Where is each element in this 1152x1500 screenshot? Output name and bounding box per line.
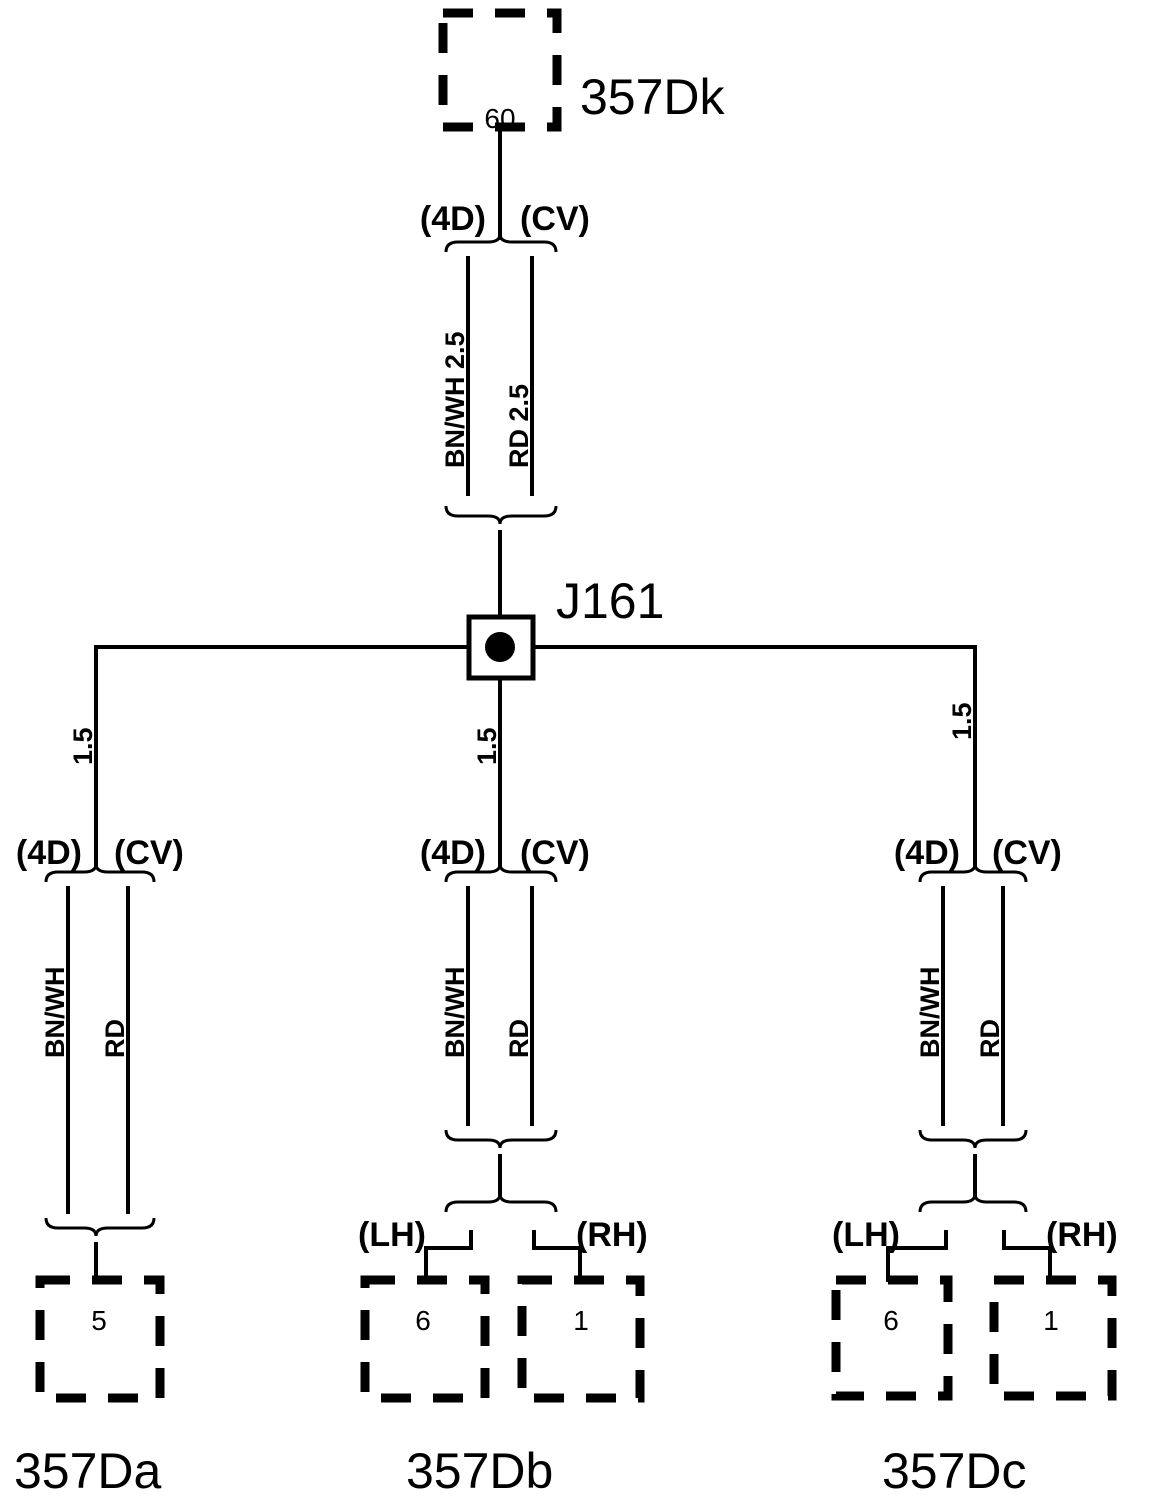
branch-a-split-brace	[44, 863, 156, 883]
connector-357dk: 60 357Dk	[438, 8, 726, 134]
branch-c-variant-cv: (CV)	[992, 834, 1062, 872]
branch-b-lh-pin-wire	[424, 1230, 473, 1282]
branch-a-wire-rd-label: RD	[100, 1019, 130, 1058]
connector-357db-lh	[360, 1275, 490, 1403]
branch-b-side-rh: (RH)	[576, 1216, 648, 1254]
branch-b-size: 1.5	[472, 727, 502, 765]
branch-a-variant-4d: (4D)	[16, 834, 82, 872]
branch-c-wire-bnwh-label: BN/WH	[915, 967, 945, 1058]
connector-357dc-rh	[989, 1275, 1117, 1401]
branch-c: (4D) (CV) BN/WH RD (LH) (RH) 6 1 357Dc	[831, 834, 1118, 1499]
branch-c-variant-4d: (4D)	[894, 834, 960, 872]
branch-a-merge-brace	[44, 1217, 156, 1237]
connector-357db-rh	[517, 1275, 645, 1403]
branch-b-wire-bnwh-label: BN/WH	[440, 967, 470, 1058]
connector-357dc-label: 357Dc	[882, 1443, 1027, 1499]
branch-b: (4D) (CV) BN/WH RD (LH) (RH) 6 1 357Db	[358, 834, 648, 1499]
connector-357db-lh-pin: 6	[415, 1305, 431, 1336]
connector-357dk-label: 357Dk	[580, 69, 726, 125]
branch-c-split-brace	[918, 863, 1028, 883]
top-merge-brace	[444, 505, 558, 525]
junction-label: J161	[556, 573, 664, 629]
variant-4d-label-top: (4D)	[420, 200, 486, 238]
top-wire-bnwh-label: BN/WH 2.5	[440, 331, 470, 468]
connector-357da	[35, 1275, 165, 1403]
branch-c-size: 1.5	[947, 702, 977, 740]
top-wire-rd-label: RD 2.5	[504, 384, 534, 468]
connector-357dc-lh	[831, 1275, 953, 1401]
connector-357dc-lh-pin: 6	[883, 1305, 899, 1336]
top-split-brace	[444, 233, 558, 253]
variant-cv-label-top: (CV)	[520, 200, 590, 238]
branch-c-wire-rd-label: RD	[975, 1019, 1005, 1058]
connector-357da-pin: 5	[91, 1305, 107, 1336]
branch-a-wire-bnwh-label: BN/WH	[40, 967, 70, 1058]
branch-b-rh-pin-wire	[532, 1230, 582, 1282]
branch-c-side-brace	[918, 1193, 1028, 1213]
connector-357da-label: 357Da	[14, 1443, 162, 1499]
branch-b-side-lh: (LH)	[358, 1216, 426, 1254]
branch-b-side-brace	[444, 1193, 558, 1213]
connector-357db-rh-pin: 1	[573, 1305, 589, 1336]
branch-a-variant-cv: (CV)	[114, 834, 184, 872]
branch-b-variant-cv: (CV)	[520, 834, 590, 872]
branch-b-merge-brace	[444, 1129, 558, 1149]
branch-b-split-brace	[444, 863, 558, 883]
connector-357dc-rh-pin: 1	[1043, 1305, 1059, 1336]
branch-c-merge-brace	[918, 1129, 1028, 1149]
splice-dot	[485, 632, 515, 662]
branch-c-side-rh: (RH)	[1046, 1216, 1118, 1254]
branch-a-size: 1.5	[68, 727, 98, 765]
connector-357db-label: 357Db	[406, 1443, 553, 1499]
branch-c-lh-pin-wire	[886, 1230, 948, 1282]
branch-b-variant-4d: (4D)	[420, 834, 486, 872]
branch-b-wire-rd-label: RD	[504, 1019, 534, 1058]
branch-c-rh-pin-wire	[1002, 1230, 1052, 1282]
branch-a: (4D) (CV) BN/WH RD 5 357Da	[14, 834, 184, 1499]
